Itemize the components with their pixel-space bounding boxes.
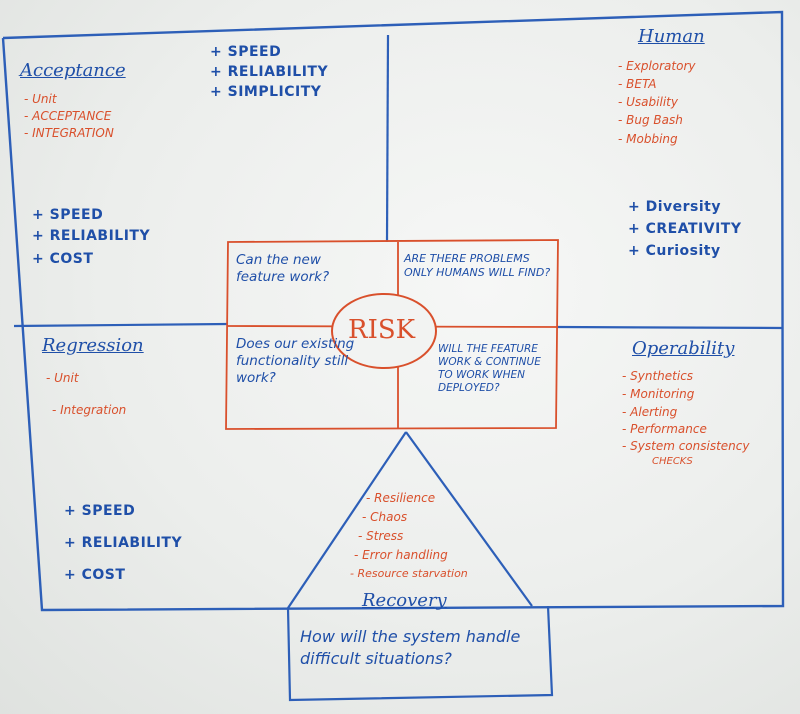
acceptance-title: Acceptance	[20, 60, 126, 81]
recovery-item: - Resource starvation	[350, 567, 468, 580]
risk-ellipse	[331, 293, 437, 369]
regression-item: - Integration	[52, 403, 127, 417]
recovery-item: - Stress	[358, 529, 404, 543]
recovery-item: - Chaos	[362, 510, 408, 524]
risk-label: RISK	[348, 315, 416, 345]
acceptance-item: - Unit	[24, 92, 57, 106]
horizontal-divider	[13, 322, 784, 330]
operability-item: - System consistency	[622, 439, 750, 453]
regression-title: Regression	[42, 335, 144, 356]
human-item: - Mobbing	[618, 132, 678, 146]
human-quality: + Diversity	[628, 199, 721, 215]
human-item: - Exploratory	[618, 59, 696, 73]
human-item: - BETA	[618, 77, 657, 91]
human-quality: + CREATIVITY	[628, 221, 742, 237]
question-deployed: Will the feature work & continue to work…	[438, 343, 541, 395]
operability-item: - Synthetics	[622, 369, 694, 383]
regression-quality: + RELIABILITY	[64, 535, 183, 551]
human-title: Human	[638, 26, 705, 47]
vertical-divider	[385, 34, 390, 243]
recovery-triangle	[287, 431, 533, 609]
operability-item: - Performance	[622, 422, 707, 436]
acceptance-quality: + SPEED	[32, 207, 104, 223]
question-existing-functionality: Does our existing functionality still wo…	[236, 336, 355, 386]
acceptance-quality: + COST	[32, 251, 94, 267]
operability-title: Operability	[632, 338, 735, 359]
recovery-box	[286, 605, 554, 702]
recovery-title: Recovery	[362, 590, 447, 611]
recovery-item: - Error handling	[354, 548, 448, 562]
regression-quality: + COST	[64, 567, 126, 583]
operability-item: - Monitoring	[622, 387, 695, 401]
operability-item: - Alerting	[622, 405, 678, 419]
regression-quality: + SPEED	[64, 503, 136, 519]
acceptance-item: - Acceptance	[24, 109, 112, 123]
operability-item: checks	[652, 456, 693, 467]
question-new-feature: Can the new feature work?	[236, 252, 330, 285]
human-item: - Usability	[618, 95, 678, 109]
acceptance-top-quality: + RELIABILITY	[210, 64, 329, 80]
human-item: - Bug Bash	[618, 113, 683, 127]
outer-frame	[1, 10, 785, 612]
recovery-question: How will the system handle difficult sit…	[300, 627, 521, 669]
acceptance-quality: + RELIABILITY	[32, 228, 151, 244]
recovery-item: - Resilience	[366, 491, 436, 505]
regression-item: - Unit	[46, 371, 79, 385]
human-quality: + Curiosity	[628, 243, 721, 259]
acceptance-top-quality: + SIMPLICITY	[210, 84, 322, 100]
question-humans: Are there problems only humans will find…	[404, 252, 551, 279]
acceptance-item: - Integration	[24, 126, 114, 140]
acceptance-top-quality: + SPEED	[210, 44, 282, 60]
